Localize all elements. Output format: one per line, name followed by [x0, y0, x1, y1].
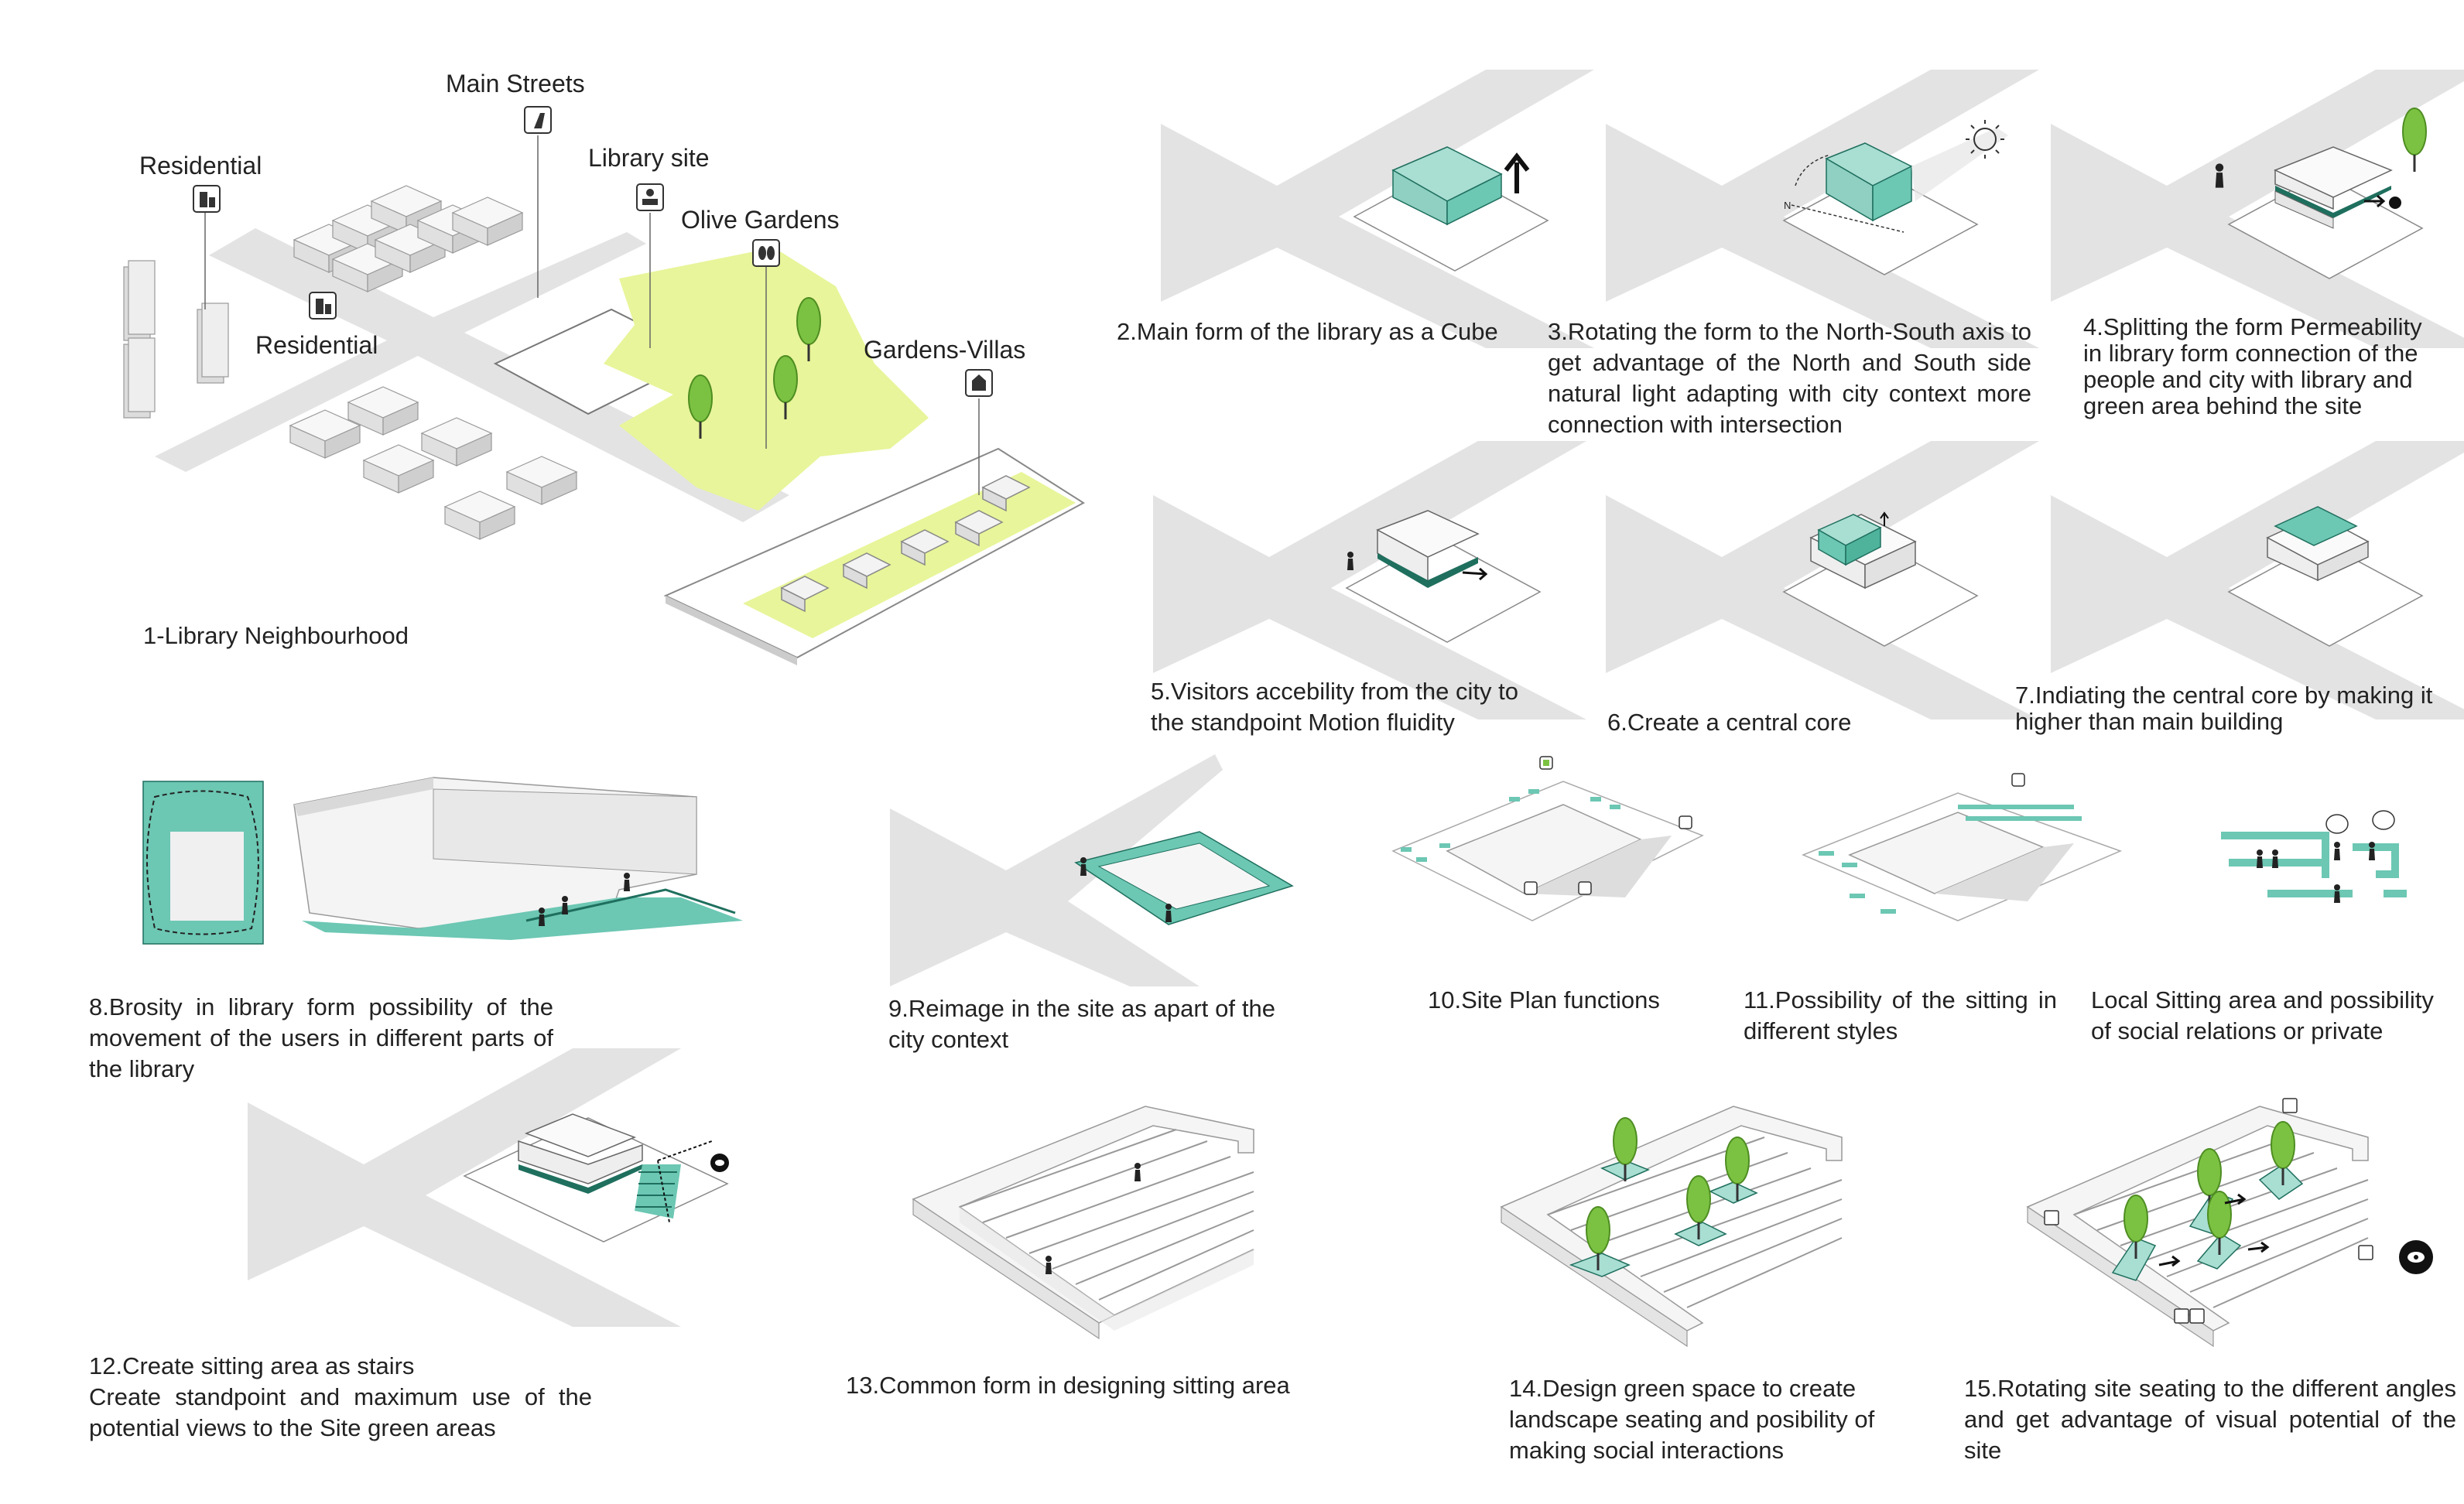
- step-6-diagram: [1606, 441, 2039, 720]
- step-8-diagram: [142, 777, 743, 945]
- step-14-caption: 14.Design green space to create landscap…: [1509, 1375, 1875, 1464]
- neighbourhood-diagram: [123, 106, 1085, 665]
- step-9-diagram: [890, 754, 1294, 986]
- step-10-caption: 10.Site Plan functions: [1428, 986, 1660, 1013]
- step-6-caption: 6.Create a central core: [1607, 709, 1852, 736]
- step-11-caption: 11.Possibility of the sitting in differe…: [1744, 986, 2057, 1044]
- step-5-diagram: [1153, 441, 1586, 720]
- step-3-caption: 3.Rotating the form to the North-South a…: [1548, 318, 2031, 438]
- neighbourhood-caption: 1-Library Neighbourhood: [143, 622, 409, 649]
- wheelchair-icon: [2044, 1098, 2373, 1324]
- residential-top-label: Residential: [139, 152, 262, 179]
- step-11b-caption: Local Sitting area and possibility of so…: [2091, 986, 2434, 1044]
- step-4-diagram: [2051, 70, 2464, 348]
- building-icon: [193, 185, 221, 213]
- house-icon: [965, 369, 993, 397]
- step-5-caption: 5.Visitors accebility from the city to t…: [1151, 678, 1518, 736]
- step-13-diagram: [912, 1106, 1254, 1340]
- residential-mid-label: Residential: [255, 331, 378, 359]
- step-8-caption: 8.Brosity in library form possibility of…: [89, 993, 553, 1082]
- step-7-diagram: [2051, 441, 2464, 720]
- step-11-diagram: [1802, 773, 2123, 921]
- step-14-diagram: [1500, 1106, 1843, 1348]
- step-2-diagram: [1161, 70, 1594, 348]
- local-sitting-diagram: [2221, 810, 2407, 903]
- step-15-diagram: [2026, 1098, 2433, 1348]
- person-reading-icon: [636, 183, 664, 211]
- step-13-caption: 13.Common form in designing sitting area: [846, 1372, 1290, 1399]
- library-site-label: Library site: [588, 144, 710, 172]
- sun-icon: [1966, 120, 2004, 159]
- gardens-villas-label: Gardens-Villas: [864, 336, 1026, 364]
- eye-icon: [710, 1154, 729, 1172]
- svg-text:N: N: [1784, 200, 1791, 211]
- step-15-caption: 15.Rotating site seating to the differen…: [1964, 1375, 2456, 1464]
- road-icon: [524, 106, 552, 134]
- step-7-caption: 7.Indiating the central core by making i…: [2015, 682, 2433, 735]
- main-streets-label: Main Streets: [446, 70, 585, 97]
- step-12-caption: 12.Create sitting area as stairs Create …: [89, 1352, 592, 1441]
- arrow-up-icon: [1504, 152, 1530, 193]
- step-3-diagram: N: [1606, 70, 2039, 348]
- step-10-diagram: [1391, 756, 1704, 921]
- building-icon: [309, 292, 337, 320]
- step-4-caption: 4.Splitting the form Permeability in lib…: [2083, 313, 2422, 419]
- step-2-caption: 2.Main form of the library as a Cube: [1117, 318, 1498, 345]
- olive-icon: [752, 239, 780, 267]
- step-12-diagram: [248, 1048, 729, 1327]
- eye-icon: [2399, 1240, 2433, 1274]
- olive-gardens-label: Olive Gardens: [681, 206, 840, 234]
- step-9-caption: 9.Reimage in the site as apart of the ci…: [888, 995, 1275, 1053]
